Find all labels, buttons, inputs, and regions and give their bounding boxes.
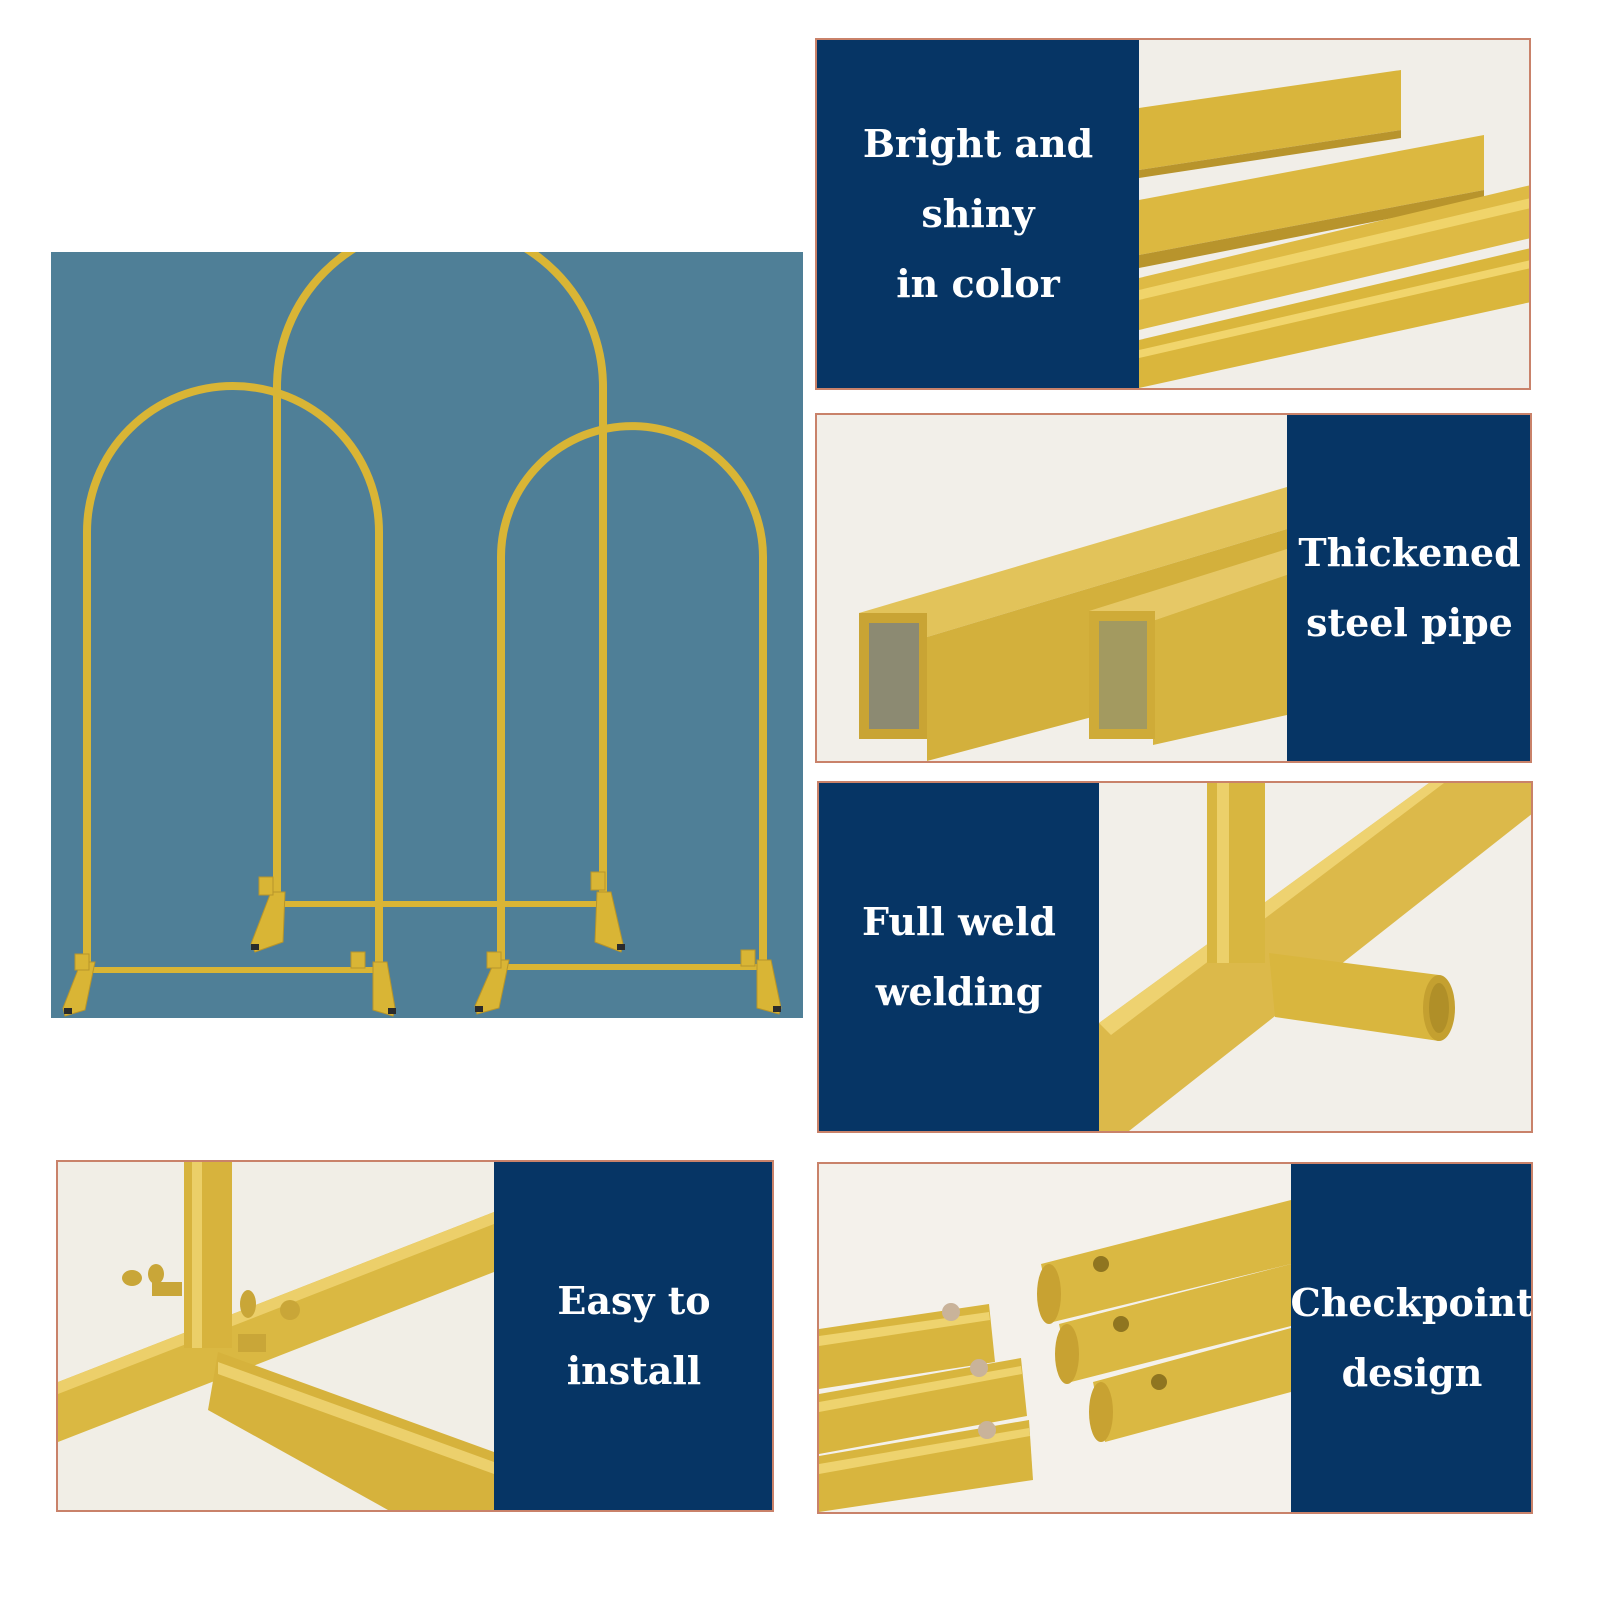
- feature-thickened-caption: Thickened steel pipe: [1298, 530, 1521, 645]
- feature-weld-caption-box: Full weld welding: [819, 783, 1099, 1131]
- square-tube-ends-photo: [817, 415, 1287, 761]
- feature-install-caption-box: Easy to install: [494, 1162, 772, 1510]
- welded-joint-photo: [1099, 783, 1531, 1131]
- wing-nut-base-photo: [58, 1162, 494, 1510]
- feature-bright-caption-box: Bright and shiny in color: [817, 40, 1139, 388]
- feature-full-weld: Full weld welding: [817, 781, 1533, 1133]
- hero-arch-frames-image: [51, 252, 803, 1018]
- pipe-connectors-illustration: [819, 1164, 1291, 1512]
- welded-joint-illustration: [1099, 783, 1531, 1131]
- gold-pipes-illustration: [1139, 40, 1529, 388]
- square-tubes-illustration: [817, 415, 1287, 761]
- feature-thickened-pipe: Thickened steel pipe: [815, 413, 1532, 763]
- feature-weld-caption: Full weld welding: [862, 899, 1056, 1014]
- feature-checkpoint: Checkpoint design: [817, 1162, 1533, 1514]
- feature-thickened-caption-box: Thickened steel pipe: [1287, 415, 1530, 761]
- gold-pipes-photo: [1139, 40, 1529, 388]
- arch-frames-illustration: [62, 252, 782, 1017]
- feature-checkpoint-caption: Checkpoint design: [1291, 1280, 1533, 1395]
- wing-nut-base-illustration: [58, 1162, 494, 1510]
- feature-easy-install: Easy to install: [56, 1160, 774, 1512]
- feature-bright-shiny: Bright and shiny in color: [815, 38, 1531, 390]
- pipe-connectors-photo: [819, 1164, 1291, 1512]
- feature-checkpoint-caption-box: Checkpoint design: [1291, 1164, 1533, 1512]
- feature-install-caption: Easy to install: [557, 1278, 711, 1393]
- feature-bright-caption: Bright and shiny in color: [862, 121, 1094, 306]
